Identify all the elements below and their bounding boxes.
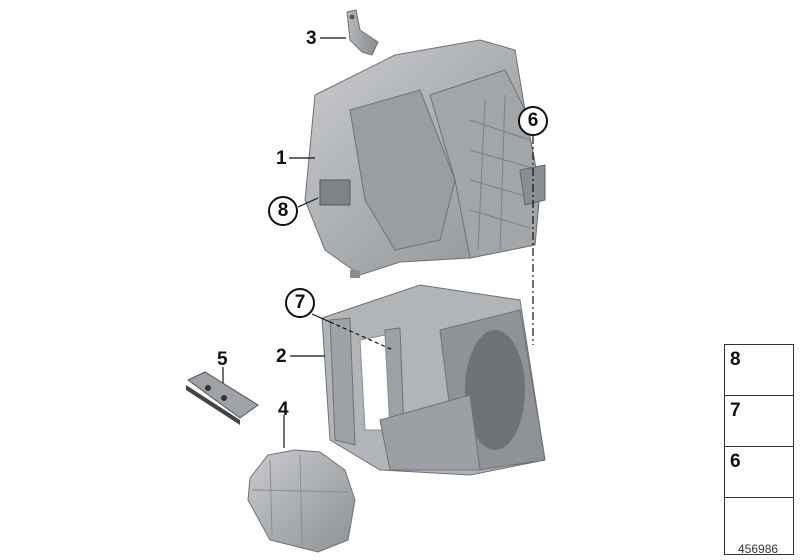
part-2-lower-housing	[321, 284, 546, 476]
callout-4[interactable]: 4	[278, 399, 289, 420]
callout-2[interactable]: 2	[276, 346, 287, 367]
legend-num: 8	[730, 349, 741, 370]
legend-row-7[interactable]: 7	[725, 396, 793, 447]
leader-lines	[222, 37, 534, 448]
callout-7[interactable]: 7	[285, 288, 315, 318]
legend-num: 6	[730, 451, 741, 472]
callout-5[interactable]: 5	[217, 349, 228, 370]
callout-6[interactable]: 6	[518, 106, 548, 136]
part-5-nut-plate	[186, 371, 259, 425]
part-1-upper-housing	[304, 39, 546, 278]
callout-1[interactable]: 1	[276, 148, 287, 169]
callout-3[interactable]: 3	[306, 28, 317, 49]
diagram-id: 456986	[738, 542, 779, 556]
legend-row-8[interactable]: 8	[725, 345, 793, 396]
legend-num: 7	[730, 400, 741, 421]
legend-row-6[interactable]: 6	[725, 447, 793, 498]
part-4-blower-cover	[247, 449, 356, 553]
part-3-bracket	[346, 9, 379, 56]
parts-legend: 8 7 6	[724, 344, 794, 555]
callout-8[interactable]: 8	[268, 196, 298, 226]
